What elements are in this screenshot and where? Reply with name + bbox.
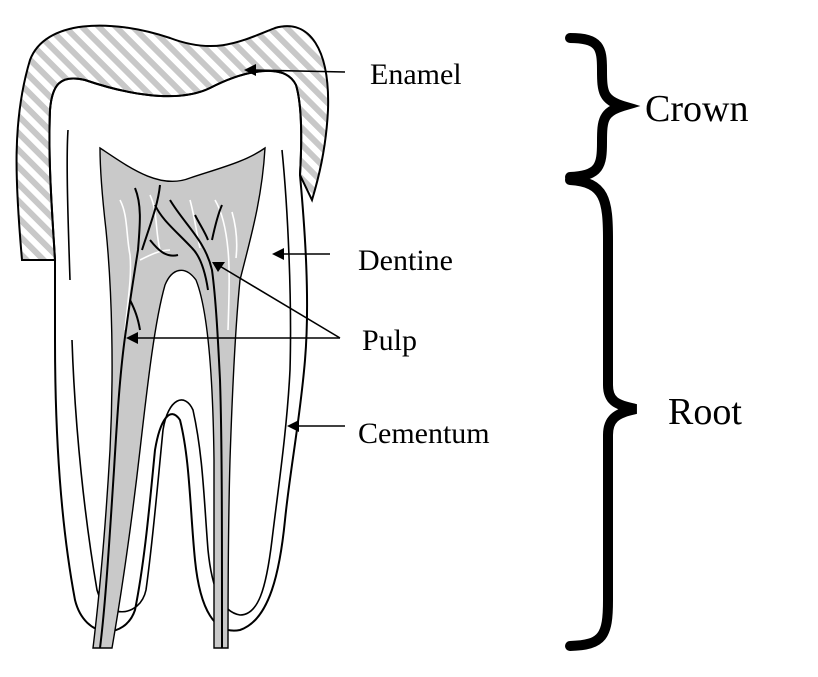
label-root: Root [668, 391, 742, 433]
pulp-vessels-white [119, 194, 238, 331]
tooth-outer-outline [48, 69, 309, 633]
label-pulp: Pulp [362, 324, 417, 357]
pointer-lines [132, 69, 346, 427]
crown-brace [565, 33, 641, 182]
label-dentine: Dentine [358, 244, 453, 277]
root-brace [565, 175, 638, 651]
label-enamel: Enamel [370, 58, 462, 91]
arrowheads [126, 64, 299, 432]
enamel-pointer [249, 69, 346, 73]
pulp-nerves [99, 184, 223, 649]
pulp-pointer-upper [217, 264, 341, 339]
label-crown: Crown [645, 88, 748, 130]
label-cementum: Cementum [358, 417, 490, 450]
